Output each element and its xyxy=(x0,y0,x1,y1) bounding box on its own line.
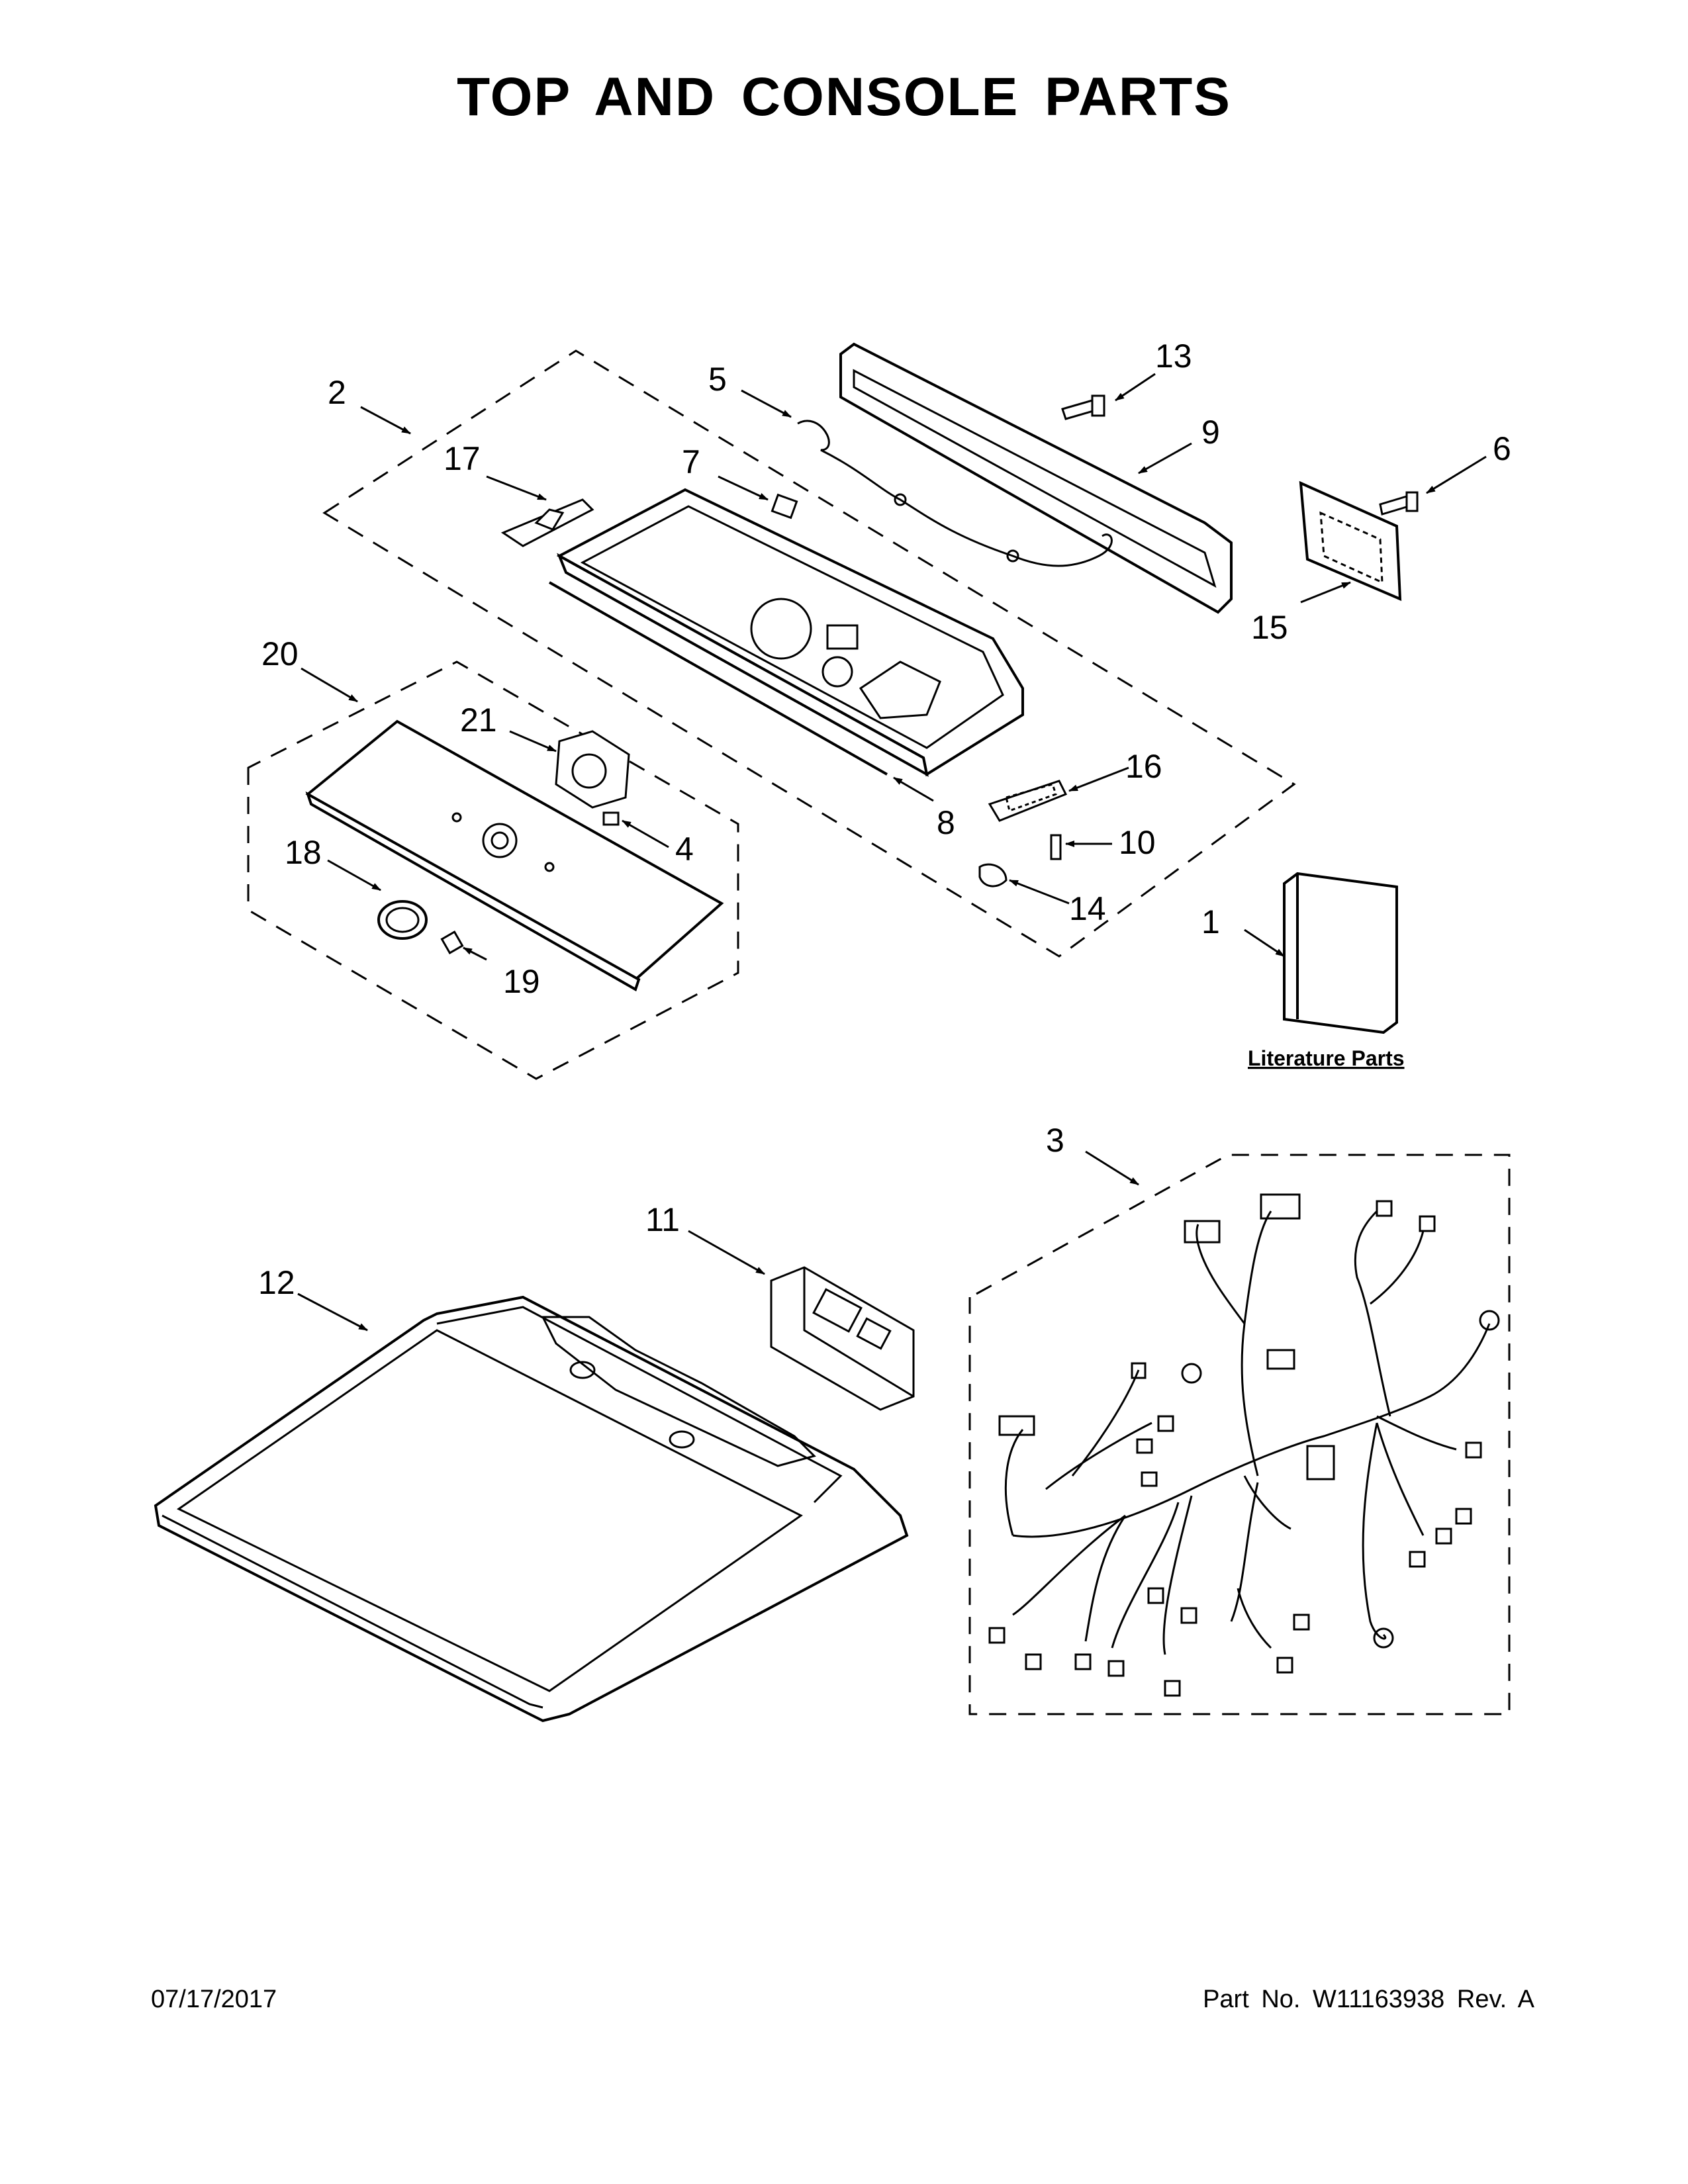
callout-13: 13 xyxy=(1155,338,1192,375)
wire-lead xyxy=(797,420,1113,567)
callout-15: 15 xyxy=(1251,609,1288,646)
screw-4 xyxy=(602,811,620,826)
callout-2: 2 xyxy=(328,374,346,411)
callout-21: 21 xyxy=(460,702,497,739)
callout-14: 14 xyxy=(1069,890,1106,927)
page-title: TOP AND CONSOLE PARTS xyxy=(457,67,1231,127)
control-bracket xyxy=(1299,480,1402,602)
leader-20 xyxy=(301,667,358,703)
callout-8: 8 xyxy=(937,804,955,841)
leader-2 xyxy=(360,406,411,435)
leader-5 xyxy=(741,389,792,418)
leader-11 xyxy=(688,1230,765,1275)
trim-strip-8 xyxy=(549,581,888,776)
callout-18: 18 xyxy=(285,834,322,871)
control-board-11 xyxy=(770,1266,915,1411)
screw-10 xyxy=(1050,834,1062,860)
callout-4: 4 xyxy=(675,831,694,868)
module-21 xyxy=(555,730,630,809)
leader-4 xyxy=(622,819,669,848)
clip-7 xyxy=(771,493,798,520)
callout-1: 1 xyxy=(1201,903,1220,940)
screw-13 xyxy=(1061,394,1105,420)
console-rear-frame xyxy=(839,342,1233,614)
control-panel xyxy=(305,719,724,991)
callout-7: 7 xyxy=(682,443,700,480)
hinge-17 xyxy=(500,498,594,547)
leader-7 xyxy=(718,475,769,501)
leader-9 xyxy=(1138,442,1192,475)
callout-10: 10 xyxy=(1119,824,1156,861)
console-assembly-boundary xyxy=(322,349,1296,958)
wire-harness xyxy=(988,1193,1500,1697)
leader-8 xyxy=(893,776,934,802)
literature-pack xyxy=(1283,872,1398,1034)
leader-6 xyxy=(1426,455,1487,494)
footer-date: 07/17/2017 xyxy=(151,1985,277,2013)
callout-3: 3 xyxy=(1046,1122,1064,1159)
callout-12: 12 xyxy=(258,1264,295,1301)
callout-17: 17 xyxy=(444,440,481,477)
clip-14 xyxy=(978,863,1008,887)
leader-13 xyxy=(1115,373,1156,402)
callout-6: 6 xyxy=(1493,430,1511,467)
control-panel-assembly-boundary xyxy=(247,660,739,1080)
callout-9: 9 xyxy=(1201,414,1220,451)
top-panel xyxy=(154,1295,909,1723)
callout-5: 5 xyxy=(708,361,727,398)
leader-19 xyxy=(463,946,487,961)
screw-6 xyxy=(1379,491,1419,516)
callout-11: 11 xyxy=(645,1201,680,1238)
leader-12 xyxy=(297,1293,368,1332)
callout-20: 20 xyxy=(261,635,299,672)
leader-3 xyxy=(1085,1150,1139,1186)
console-housing xyxy=(556,488,1024,777)
knob-18 xyxy=(377,900,428,940)
leader-16 xyxy=(1068,766,1129,792)
footer-part-number: Part No. W11163938 Rev. A xyxy=(1203,1985,1534,2013)
wire-harness-boundary xyxy=(968,1154,1511,1715)
leader-1 xyxy=(1244,929,1285,958)
leader-17 xyxy=(486,475,547,501)
shaft-19 xyxy=(440,931,464,954)
callout-16: 16 xyxy=(1125,748,1162,785)
leader-18 xyxy=(327,859,381,891)
bracket-16 xyxy=(988,780,1068,822)
leader-15 xyxy=(1300,581,1351,604)
literature-parts-label: Literature Parts xyxy=(1248,1046,1405,1070)
leader-14 xyxy=(1009,879,1070,905)
callout-19: 19 xyxy=(503,963,540,1000)
leader-21 xyxy=(509,730,557,752)
leader-arrows xyxy=(297,373,1487,1332)
